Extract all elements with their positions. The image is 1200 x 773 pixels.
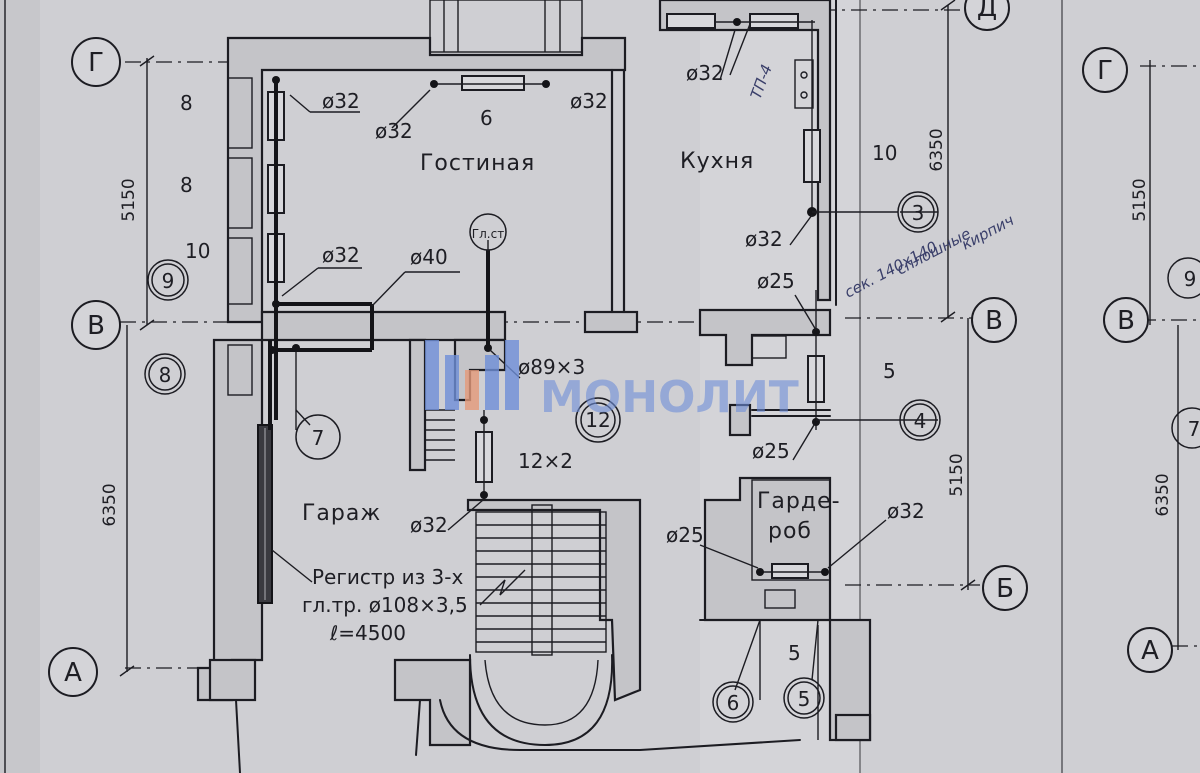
sections-living-top: 6 [480,106,493,130]
axis-marker-v-right: В [971,297,1017,343]
svg-text:6: 6 [727,691,740,715]
pipe-label-d32-h: ø32 [887,499,925,523]
svg-text:12: 12 [585,408,610,432]
dim-left-upper: 5150 [119,178,139,221]
svg-text:5: 5 [798,687,811,711]
pipe-label-d32-b: ø32 [375,119,413,143]
circled-number-4: 4 [899,399,941,441]
svg-text:А: А [64,658,82,688]
svg-text:В: В [1117,306,1135,336]
room-garage: Гараж [302,501,381,526]
radiator-wardrobe [771,563,809,579]
register-note-line2: гл.тр. ø108×3,5 [302,593,468,617]
axis-marker-g-far: Г [1082,47,1128,93]
watermark: МОНОЛИТ [425,340,799,423]
svg-text:Г: Г [1097,56,1113,86]
circled-number-8: 8 [144,353,186,395]
dimension-chain-left: 5150 6350 [100,55,155,677]
heating-pipes [268,18,829,576]
building-walls [196,0,872,773]
radiator-kitchen-top1 [666,13,716,29]
room-wardrobe-line2: роб [768,519,812,544]
svg-text:Д: Д [977,0,997,23]
room-living: Гостиная [420,151,535,176]
pipe-label-d89: ø89×3 [518,355,585,379]
axis-marker-v-far: В [1103,297,1149,343]
axis-marker-g-left: Г [71,37,121,87]
main-riser-tag: Гл.ст [469,213,507,251]
sections-left-top: 8 [180,91,193,115]
svg-text:9: 9 [162,269,175,293]
watermark-logo-icon [425,340,519,410]
pipe-label-d32-d: ø32 [322,243,360,267]
svg-text:Г: Г [88,48,104,78]
dim-right-upper: 6350 [927,128,947,171]
dimension-chain-right: 6350 5150 [927,0,976,591]
pipe-label-d32-f: ø32 [686,61,724,85]
dim-right-lower: 5150 [947,453,967,496]
watermark-text: МОНОЛИТ [540,372,799,423]
svg-text:Гл.ст: Гл.ст [472,227,504,241]
sections-left-low: 10 [185,239,210,263]
room-kitchen: Кухня [680,149,754,174]
dim-left-lower: 6350 [100,483,120,526]
svg-text:9: 9 [1184,267,1197,291]
circled-number-3: 3 [897,191,939,233]
radiator-kitchen-top2 [749,13,799,29]
pipe-label-d40: ø40 [410,245,448,269]
axis-marker-b-right: Б [982,565,1028,611]
pipe-label-d32-e: ø32 [410,513,448,537]
svg-text:Б: Б [996,574,1014,604]
svg-text:В: В [985,306,1003,336]
axis-marker-d-right: Д [964,0,1010,31]
leader-lines [271,23,938,691]
svg-text:7: 7 [312,426,325,450]
pipe-label-d32-a: ø32 [322,89,360,113]
radiator-living-top [461,75,525,91]
axis-marker-a-far: А [1127,627,1173,673]
svg-text:8: 8 [159,363,172,387]
pipe-label-d25-c: ø25 [666,523,704,547]
pipe-label-d25-a: ø25 [757,269,795,293]
circled-number-5: 5 [783,677,825,719]
sections-right-bottom: 5 [788,641,801,665]
svg-text:4: 4 [914,409,927,433]
pipe-label-d32-c: ø32 [570,89,608,113]
staircase-lower [469,504,614,746]
circled-number-12: 12 [575,397,621,443]
svg-text:7: 7 [1188,417,1200,441]
dimension-chain-far: 5150 6350 [1130,60,1179,650]
circled-number-6: 6 [712,681,754,723]
dim-far-upper: 5150 [1130,178,1150,221]
register-note-line3: ℓ=4500 [329,621,406,645]
axis-marker-v-left: В [71,300,121,350]
axis-marker-a-left: А [48,647,98,697]
circled-number-7-far: 7 [1171,407,1200,449]
circled-number-9-far: 9 [1167,257,1200,299]
sections-kitchen-right: 10 [872,141,897,165]
register-note-line1: Регистр из 3-х [312,565,464,589]
svg-text:В: В [87,311,105,341]
sections-left-mid: 8 [180,173,193,197]
pipe-label-d32-g: ø32 [745,227,783,251]
svg-text:3: 3 [912,201,925,225]
circled-number-9: 9 [147,259,189,301]
room-wardrobe-line1: Гарде- [757,489,841,514]
svg-text:А: А [1141,636,1159,666]
sections-hall: 12×2 [518,449,573,473]
circled-number-7: 7 [295,414,341,460]
sections-right-mid: 5 [883,359,896,383]
pipe-label-d25-b: ø25 [752,439,790,463]
dim-far-lower: 6350 [1153,473,1173,516]
